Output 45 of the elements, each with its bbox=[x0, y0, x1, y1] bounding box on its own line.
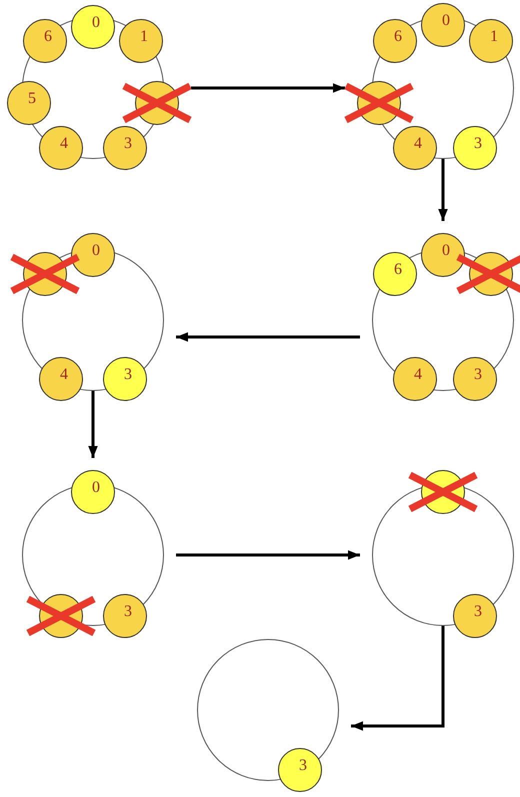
circle-number: 1 bbox=[140, 29, 148, 45]
numbered-circle bbox=[71, 5, 115, 49]
numbered-circle bbox=[71, 470, 115, 514]
numbered-circle bbox=[71, 233, 115, 277]
circle-number: 3 bbox=[124, 136, 132, 152]
numbered-circle bbox=[103, 357, 147, 401]
numbered-circle bbox=[103, 126, 147, 170]
numbered-circle bbox=[39, 357, 83, 401]
numbered-circle bbox=[278, 748, 322, 792]
arrow bbox=[88, 390, 98, 458]
circle-number: 3 bbox=[299, 758, 307, 774]
circle-number: 4 bbox=[60, 367, 68, 383]
arrow bbox=[176, 550, 360, 560]
numbered-circle bbox=[39, 126, 83, 170]
circle-number: 0 bbox=[92, 243, 100, 259]
numbered-circle bbox=[393, 357, 437, 401]
numbered-circle bbox=[7, 81, 51, 125]
numbered-circle bbox=[393, 126, 437, 170]
circle-number: 3 bbox=[474, 604, 482, 620]
circle-number: 6 bbox=[394, 262, 402, 278]
circle-number: 4 bbox=[60, 136, 68, 152]
circle-number: 0 bbox=[92, 480, 100, 496]
circle-number: 4 bbox=[414, 367, 422, 383]
circle-number: 3 bbox=[474, 136, 482, 152]
numbered-circle bbox=[421, 233, 465, 277]
circle-number: 0 bbox=[92, 15, 100, 31]
circle-number: 3 bbox=[124, 604, 132, 620]
arrow bbox=[351, 626, 444, 731]
arrow bbox=[191, 83, 345, 93]
numbered-circle bbox=[453, 126, 497, 170]
numbered-circle bbox=[103, 594, 147, 638]
circle-number: 3 bbox=[474, 367, 482, 383]
circle-number: 0 bbox=[442, 243, 450, 259]
numbered-circle bbox=[453, 594, 497, 638]
circle-number: 4 bbox=[414, 136, 422, 152]
circle-number: 1 bbox=[490, 29, 498, 45]
circle-number: 6 bbox=[394, 29, 402, 45]
numbered-circle bbox=[421, 3, 465, 47]
arrow bbox=[438, 158, 448, 221]
circle-number: 3 bbox=[124, 367, 132, 383]
arrow bbox=[176, 332, 360, 342]
circle-number: 6 bbox=[44, 29, 52, 45]
numbered-circle bbox=[453, 357, 497, 401]
circle-number: 5 bbox=[28, 91, 36, 107]
circle-number: 0 bbox=[442, 13, 450, 29]
